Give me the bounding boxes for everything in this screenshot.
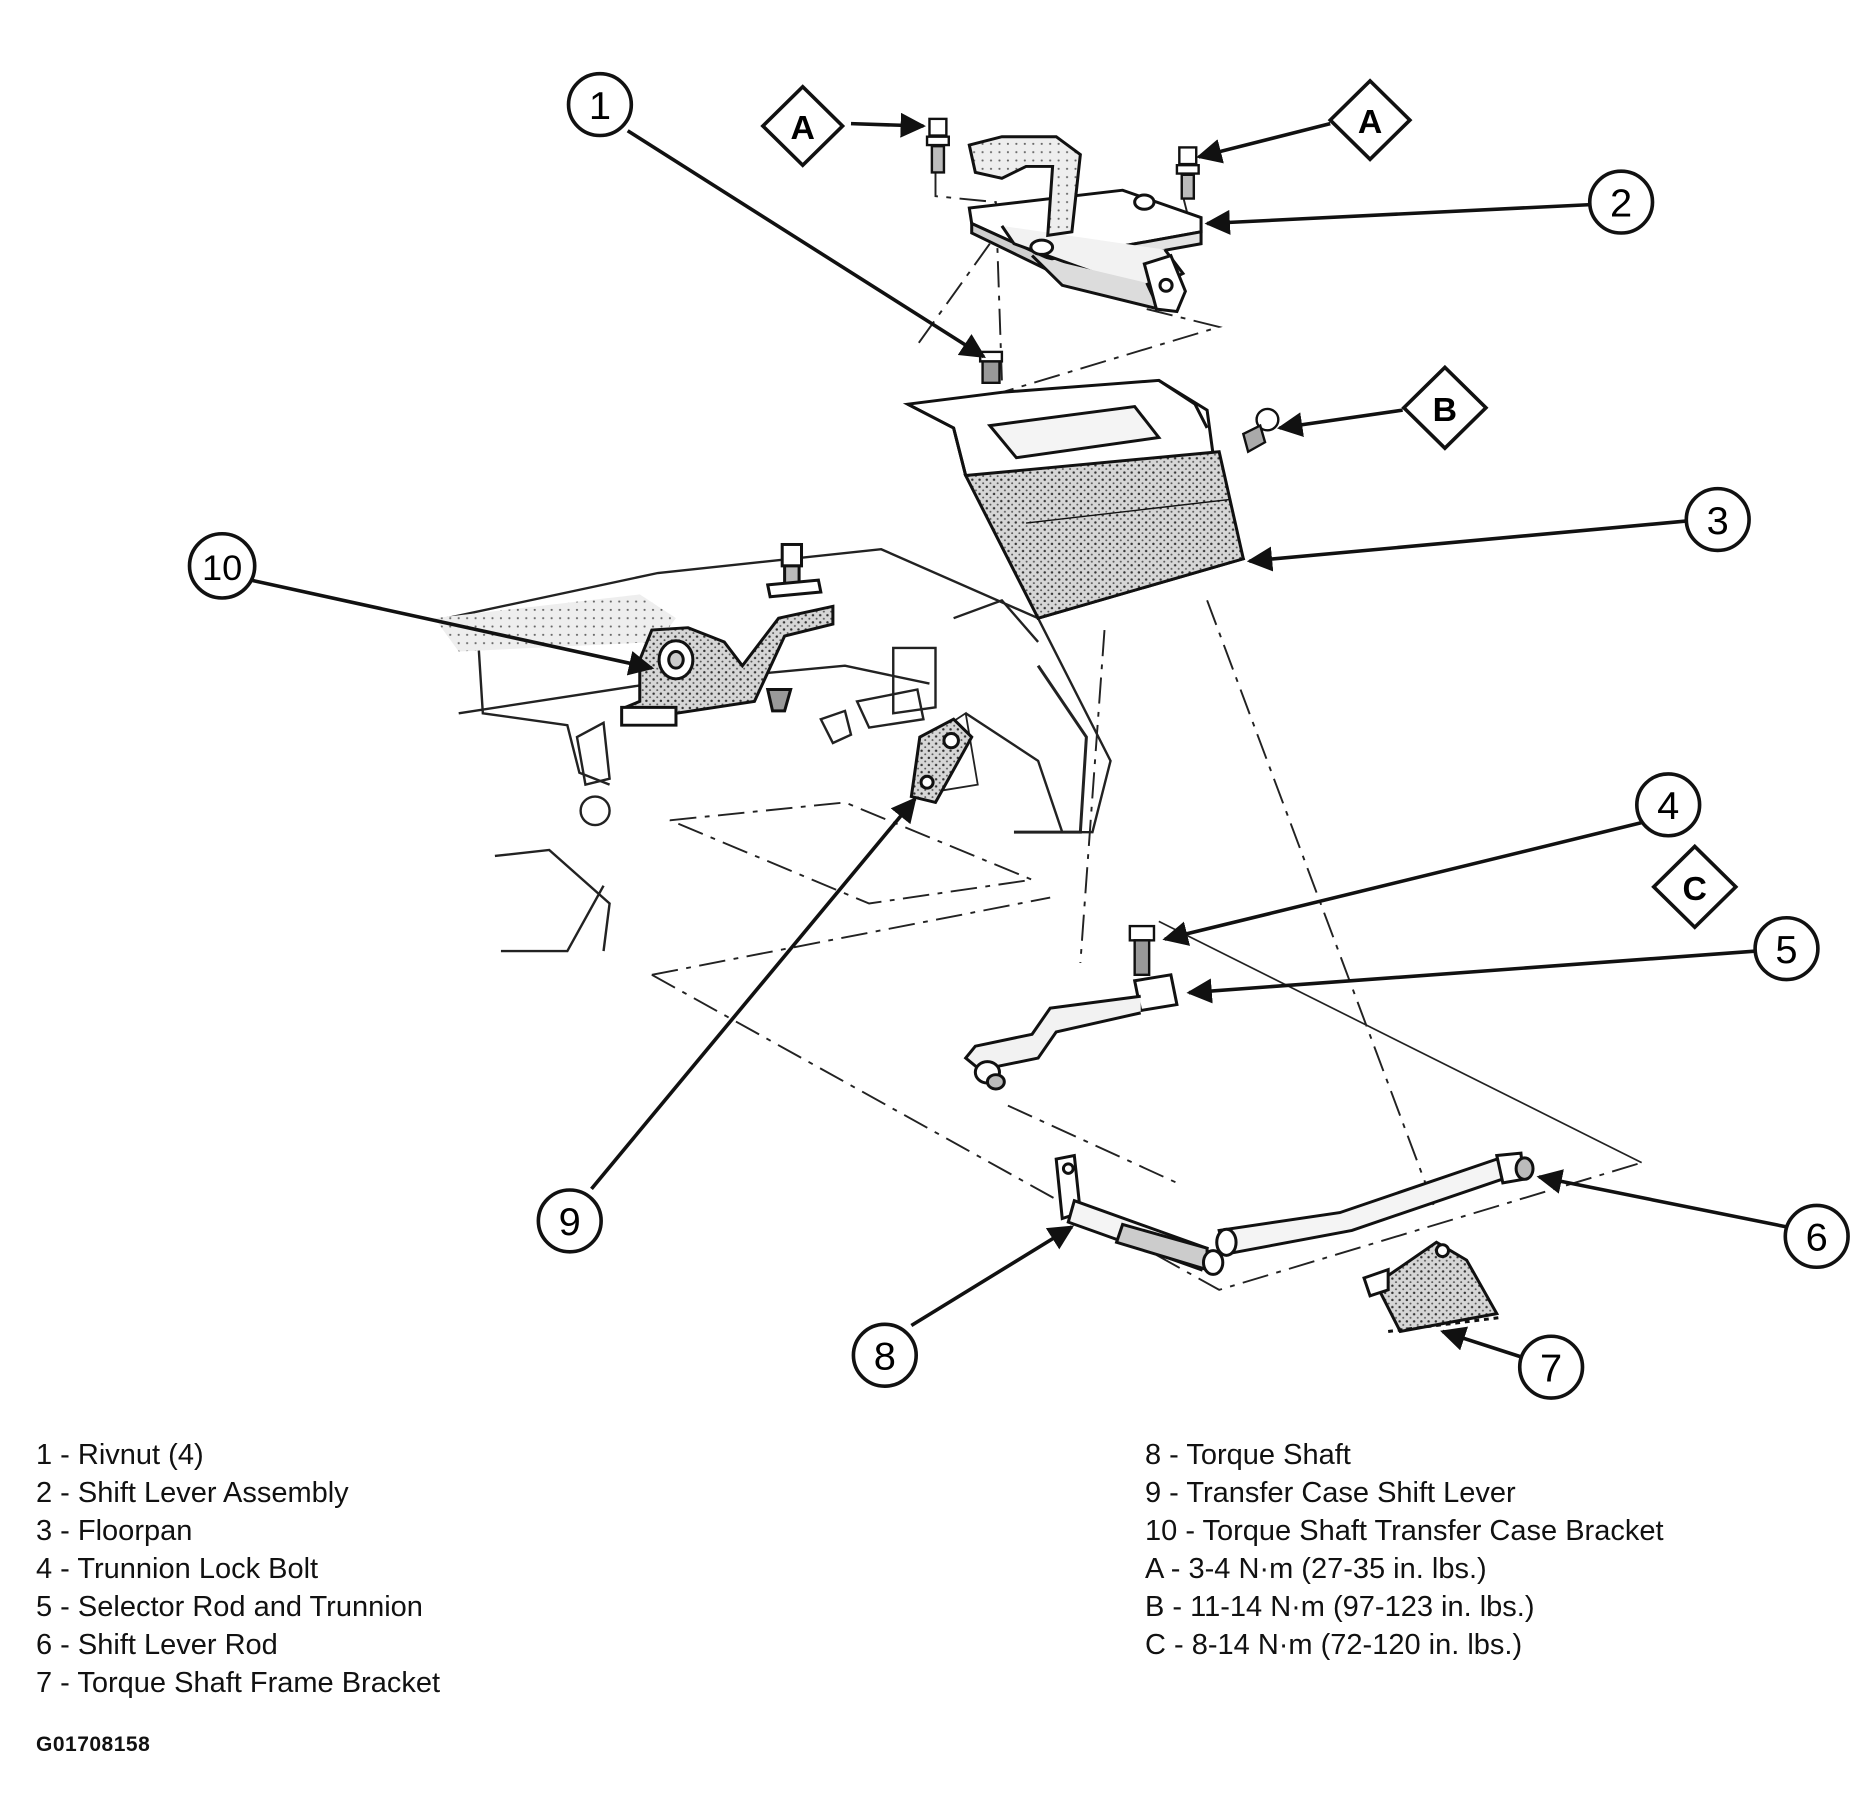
torque-shaft-transfer-case-bracket [620, 542, 835, 727]
legend-item: B - 11-14 N·m (97-123 in. lbs.) [1145, 1591, 1535, 1623]
leader-a-right [1196, 121, 1331, 164]
legend-item: 5 - Selector Rod and Trunnion [36, 1591, 423, 1623]
leader-10 [250, 578, 655, 676]
torque-diamond-c: C [1651, 843, 1739, 930]
shift-lever-assembly [967, 135, 1203, 314]
trunnion-lock-bolt [1128, 924, 1156, 977]
svg-text:A: A [791, 110, 815, 147]
callout-5: 5 [1753, 915, 1820, 982]
leader-2 [1204, 202, 1594, 235]
svg-text:7: 7 [1540, 1347, 1562, 1391]
parts-legend-right: 8 - Torque Shaft 9 - Transfer Case Shift… [1145, 1436, 1664, 1664]
callout-9: 9 [536, 1188, 603, 1254]
svg-text:5: 5 [1775, 928, 1797, 972]
legend-item: 7 - Torque Shaft Frame Bracket [36, 1667, 441, 1699]
legend-item: 10 - Torque Shaft Transfer Case Bracket [1145, 1515, 1664, 1547]
callout-6: 6 [1783, 1203, 1850, 1270]
svg-text:C: C [1683, 871, 1707, 908]
callout-1: 1 [566, 71, 634, 138]
callout-3: 3 [1684, 486, 1751, 553]
legend-item: A - 3-4 N·m (27-35 in. lbs.) [1145, 1553, 1487, 1585]
legend-item: 3 - Floorpan [36, 1515, 193, 1547]
svg-text:A: A [1358, 104, 1382, 141]
leader-9 [590, 796, 917, 1190]
legend-item: 2 - Shift Lever Assembly [36, 1477, 349, 1509]
svg-text:8: 8 [874, 1335, 896, 1379]
floorpan [902, 378, 1246, 621]
bolt-a-left [925, 117, 950, 174]
leader-4 [1162, 820, 1643, 946]
transmission-shading [434, 594, 676, 652]
legend-item: 6 - Shift Lever Rod [36, 1629, 278, 1661]
torque-diamond-b: B [1401, 364, 1489, 451]
legend-item: C - 8-14 N·m (72-120 in. lbs.) [1145, 1629, 1523, 1661]
leader-5 [1186, 949, 1757, 1004]
leader-1 [626, 129, 986, 359]
torque-diamond-a-right: A [1327, 78, 1413, 162]
svg-text:3: 3 [1707, 499, 1729, 543]
leader-3 [1246, 518, 1691, 572]
svg-text:B: B [1433, 392, 1457, 429]
legend-item: 4 - Trunnion Lock Bolt [36, 1553, 319, 1585]
shift-lever-rod [1215, 1151, 1535, 1257]
legend-item: 8 - Torque Shaft [1145, 1439, 1351, 1471]
svg-text:10: 10 [202, 547, 242, 588]
parts-legend-left: 1 - Rivnut (4) 2 - Shift Lever Assembly … [36, 1436, 440, 1702]
leader-6 [1536, 1169, 1787, 1229]
torque-shaft-frame-bracket [1362, 1240, 1504, 1334]
svg-text:6: 6 [1806, 1216, 1828, 1260]
leader-lines [250, 112, 1787, 1360]
leader-8 [910, 1225, 1075, 1328]
figure-code: G01708158 [36, 1733, 151, 1756]
leader-7 [1440, 1326, 1524, 1360]
transfer-case-shift-lever [909, 717, 974, 805]
callout-8: 8 [851, 1322, 918, 1388]
leader-a-left [850, 112, 926, 138]
bolt-b [1241, 407, 1280, 454]
leader-b [1277, 408, 1403, 438]
floor-outline [651, 172, 1643, 1291]
torque-shaft [1054, 1153, 1225, 1276]
legend-item: 1 - Rivnut (4) [36, 1439, 204, 1471]
svg-text:9: 9 [559, 1200, 581, 1244]
callout-10: 10 [187, 531, 257, 600]
svg-text:2: 2 [1610, 182, 1632, 226]
callout-2: 2 [1587, 169, 1655, 235]
legend-item: 9 - Transfer Case Shift Lever [1145, 1477, 1516, 1509]
torque-diamond-a-left: A [760, 84, 846, 168]
bolt-a-right [1175, 146, 1200, 200]
callout-7: 7 [1517, 1334, 1585, 1400]
svg-text:1: 1 [589, 84, 611, 128]
selector-rod-and-trunnion [963, 973, 1179, 1091]
callout-4: 4 [1635, 772, 1702, 838]
svg-text:4: 4 [1657, 784, 1679, 828]
